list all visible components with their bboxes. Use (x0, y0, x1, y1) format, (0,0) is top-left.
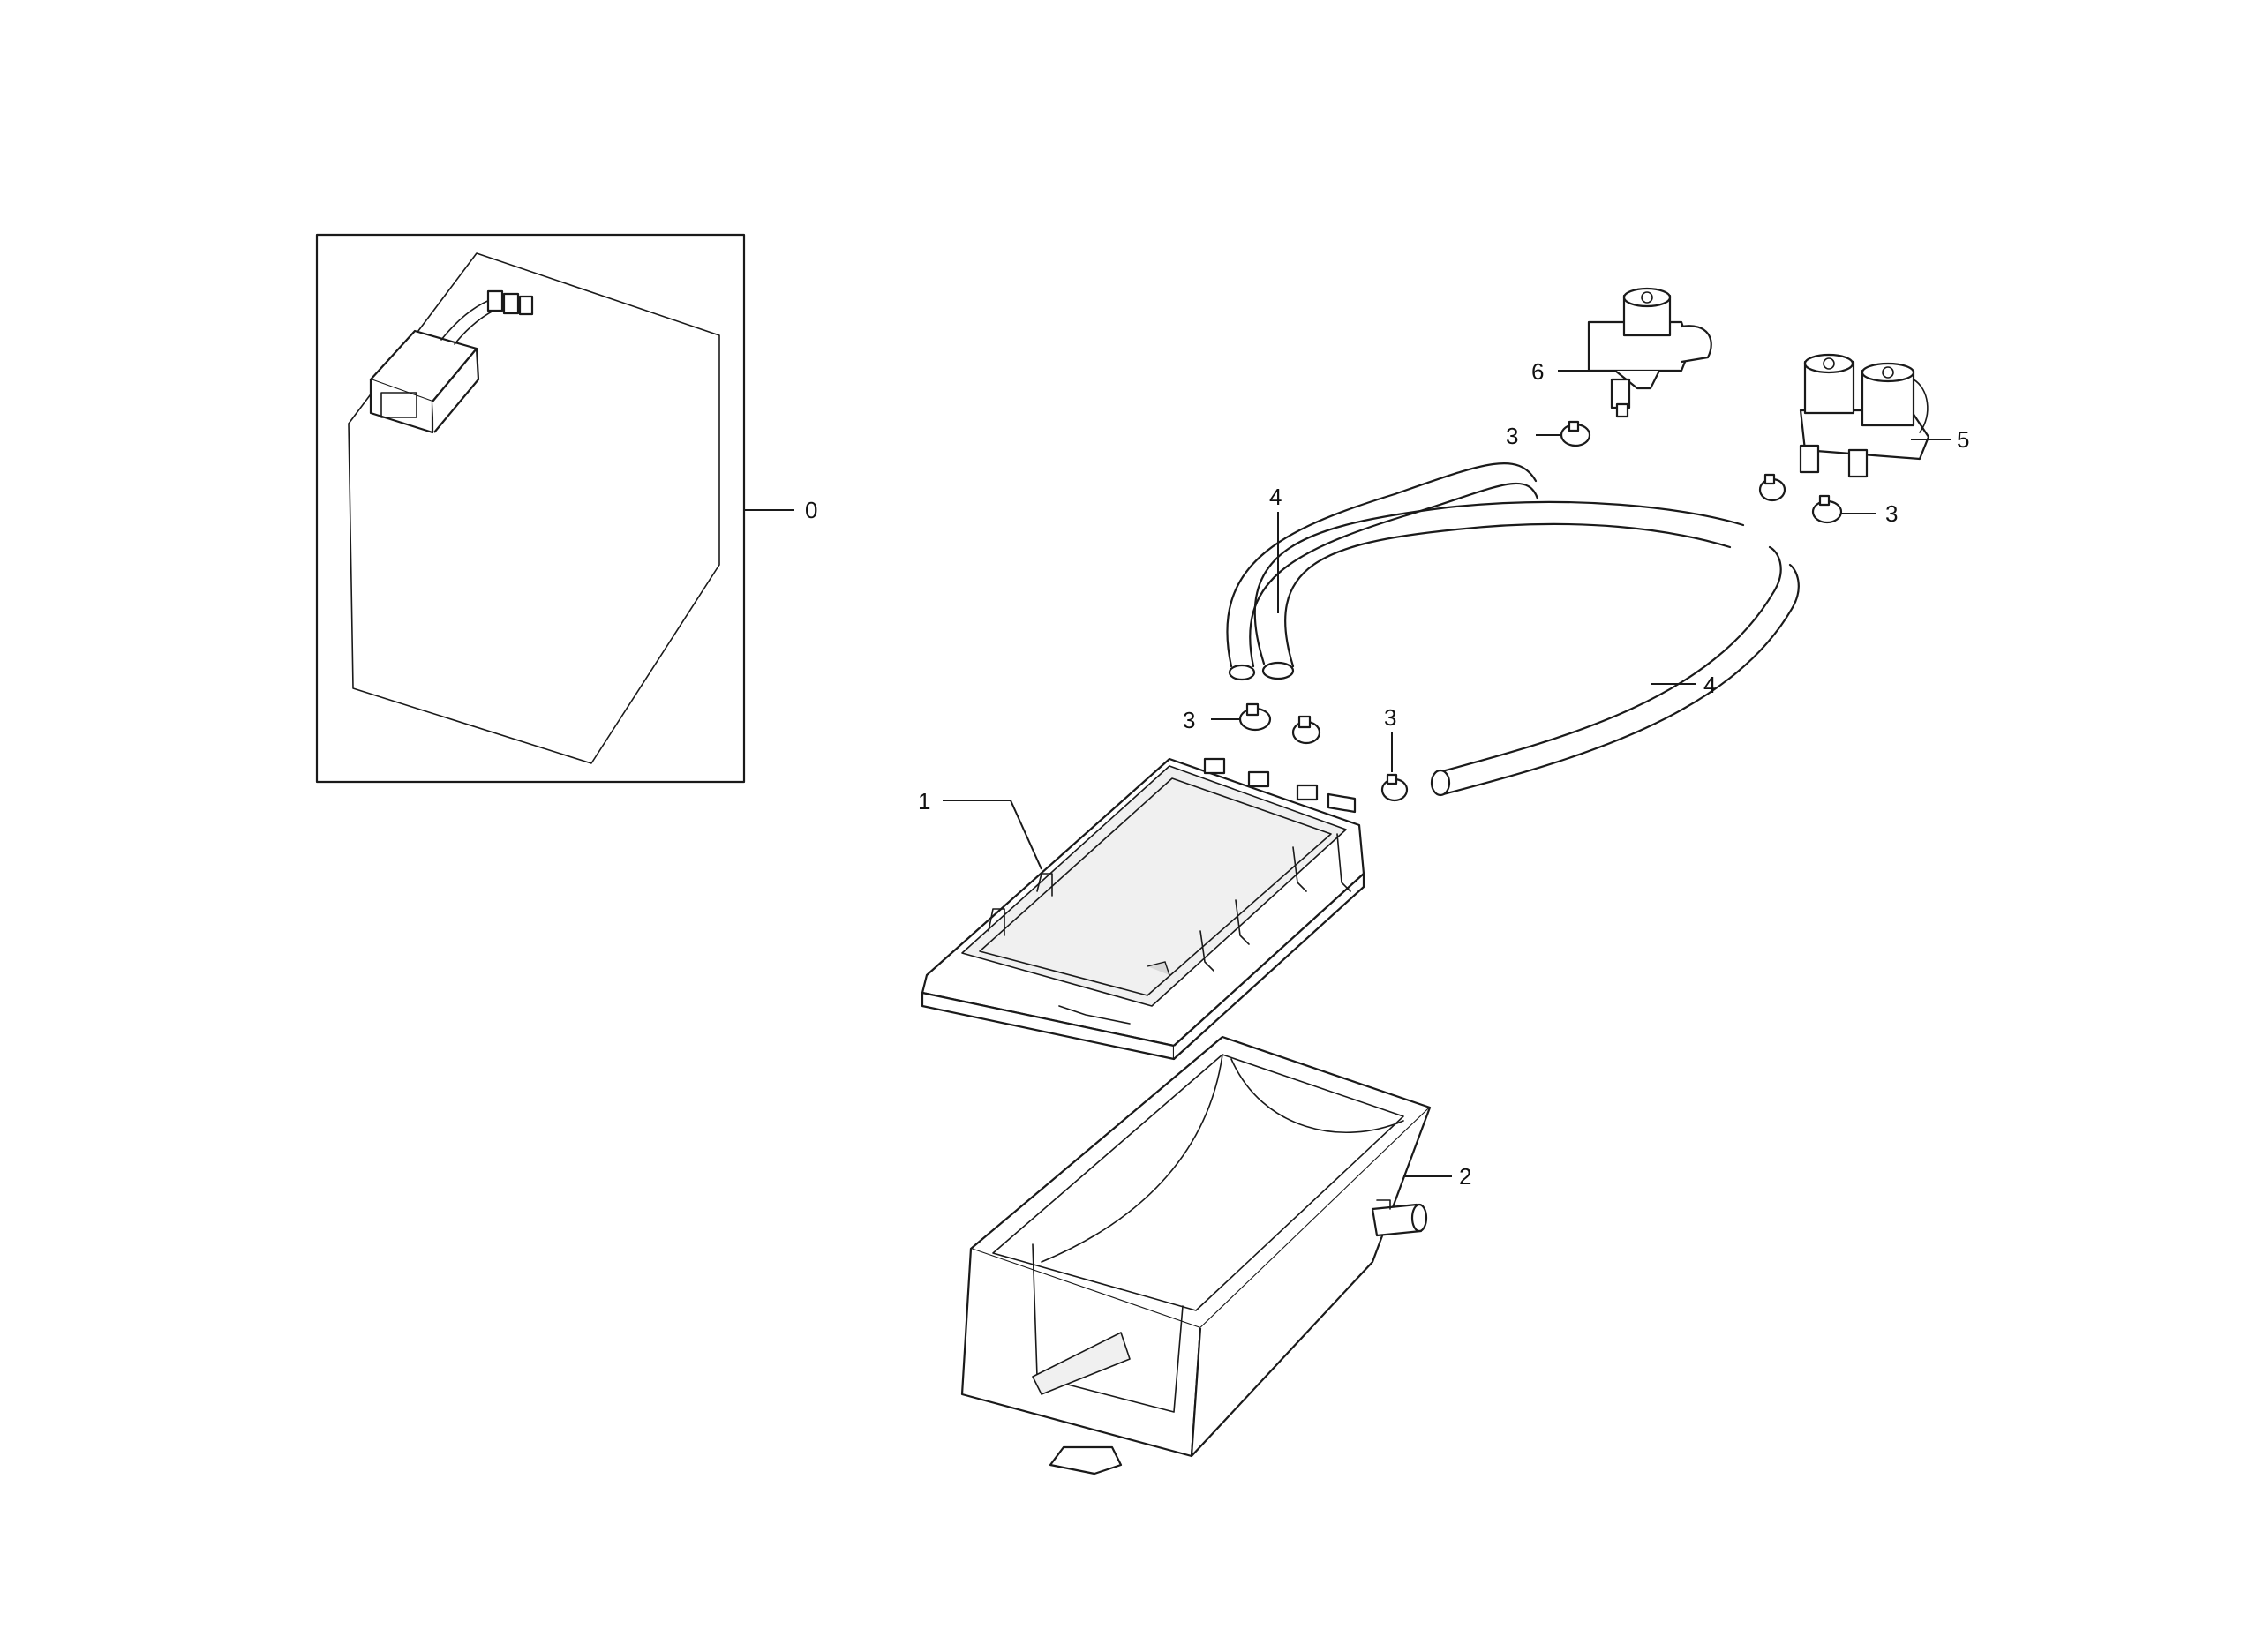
inset-frame (315, 233, 746, 784)
callout-6: 6 (1531, 358, 1544, 385)
hose-clamp-valve5-b (1811, 494, 1843, 524)
callout-3c: 3 (1183, 707, 1195, 733)
water-valve-single (1587, 287, 1712, 418)
callout-3d: 3 (1384, 704, 1396, 731)
hose-clamp-side (1380, 773, 1409, 802)
inlet-hose-c (1430, 545, 1800, 797)
hose-clamp-dispenser-b (1291, 715, 1321, 745)
callout-0: 0 (805, 497, 817, 523)
inset-outline (348, 252, 720, 764)
callout-1: 1 (918, 788, 930, 815)
callout-4b: 4 (1703, 672, 1716, 698)
callout-4a: 4 (1269, 484, 1282, 510)
dispenser-cover (921, 757, 1365, 1061)
hose-clamp-dispenser-a (1238, 702, 1272, 732)
leader-1b (1010, 800, 1042, 870)
callout-3a: 3 (1506, 423, 1518, 449)
hose-clamp-valve5-a (1758, 473, 1786, 502)
inlet-hose-b (1226, 462, 1539, 681)
inlet-hose-a (1253, 500, 1745, 680)
callout-2: 2 (1459, 1163, 1471, 1190)
assembly-inset: 0 (315, 233, 817, 784)
callout-3b: 3 (1885, 500, 1898, 527)
dispenser-housing (960, 1035, 1432, 1476)
dispenser-assembly-thumbnail (369, 289, 534, 434)
callout-5: 5 (1957, 426, 1969, 453)
water-valve-dual (1799, 353, 1930, 478)
hose-clamp-valve6 (1560, 420, 1591, 447)
